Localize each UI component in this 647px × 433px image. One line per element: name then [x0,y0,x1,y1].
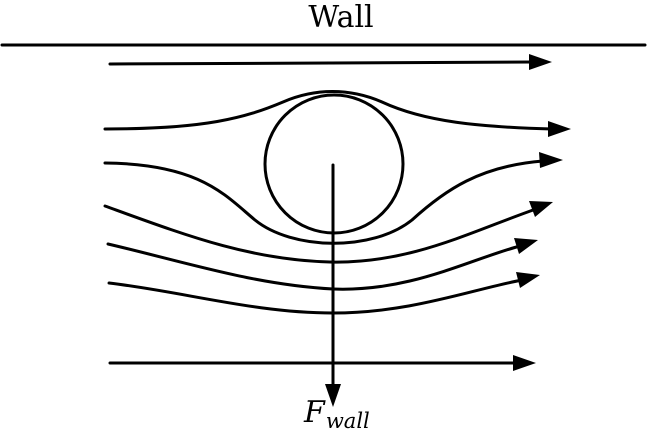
streamline-lowest-curved [107,278,524,315]
streamline-around-sphere [103,159,545,245]
wall-label: Wall [308,0,373,35]
streamline-lowest-curved-arrowhead [516,272,540,288]
streamline-middle-arrowhead [529,201,553,217]
streamline-lower-arrowhead [514,238,538,254]
wall-force-vector-arrowhead [325,384,341,407]
streamline-top [108,60,534,66]
streamline-lower [106,242,522,291]
streamline-over-sphere [103,90,554,131]
streamline-middle [103,204,538,264]
force-subscript: wall [326,409,370,433]
force-symbol: F [303,395,326,430]
streamline-bottom-arrowhead [513,355,536,371]
wall-force-label: Fwall [303,395,370,433]
streamline-top-arrowhead [529,54,552,70]
streamline-over-sphere-arrowhead [548,121,571,137]
streamline-around-sphere-arrowhead [539,152,563,168]
